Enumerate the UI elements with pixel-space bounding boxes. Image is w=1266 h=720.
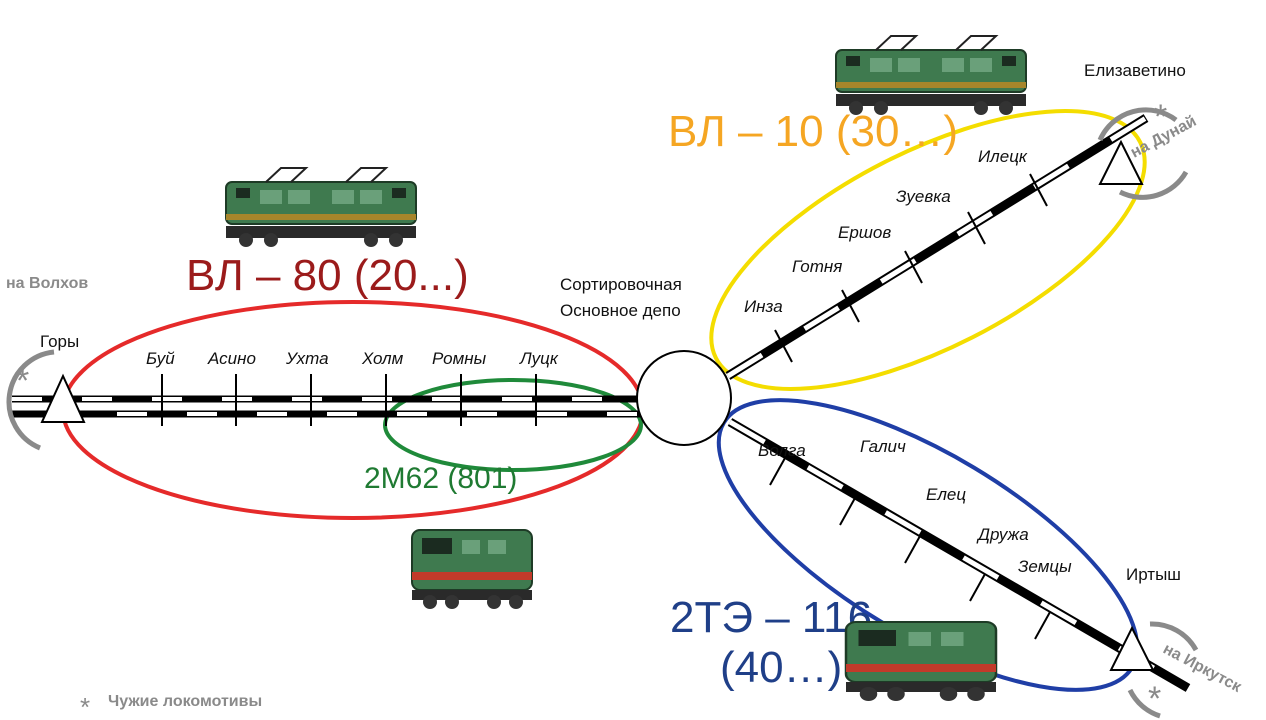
direction-volkhov-label: на Волхов (6, 275, 88, 292)
foreign-arc-irkutsk (1127, 621, 1199, 719)
foreign-asterisk-irkutsk: * (1148, 680, 1161, 718)
legend-asterisk: * (80, 692, 90, 720)
hub-label-line2: Основное депо (560, 301, 681, 320)
diesel-locomotive-icon (844, 620, 998, 703)
route-vl10-ellipse (709, 109, 1147, 391)
station-label: Асино (207, 349, 256, 368)
route-te116-label-line2: (40…) (720, 643, 842, 692)
route-m62-label: 2М62 (801) (364, 462, 517, 495)
track-southeast (727, 418, 1191, 692)
station-label: Готня (792, 257, 842, 276)
hub-depot-circle (636, 350, 732, 446)
station-label: Ершов (838, 223, 891, 242)
station-label: Елец (926, 485, 966, 504)
electric-locomotive-icon (835, 35, 1027, 116)
station-label: Луцк (519, 349, 559, 368)
route-vl80-ellipse (61, 300, 645, 520)
station-ticks-west (161, 374, 537, 426)
station-label: Ромны (432, 349, 487, 368)
foreign-asterisk-dunay: * (1154, 98, 1167, 136)
legend-text: Чужие локомотивы (108, 693, 262, 710)
track-west (12, 395, 640, 418)
hub-label-line1: Сортировочная (560, 275, 682, 294)
station-label: Буй (146, 349, 175, 368)
direction-irkutsk-label: на Иркутск (1160, 641, 1245, 697)
station-label: Холм (361, 349, 404, 368)
station-label: Волга (758, 441, 806, 460)
endpoint-elizavetino-label: Елизаветино (1084, 61, 1186, 80)
route-vl80-label: ВЛ – 80 (20...) (186, 251, 469, 300)
station-label: Илецк (978, 147, 1028, 166)
terminal-irtysh-triangle (1109, 625, 1155, 671)
station-label: Зуевка (896, 187, 951, 206)
electric-locomotive-icon (225, 167, 417, 248)
station-label: Ухта (285, 349, 329, 368)
station-label: Инза (744, 297, 783, 316)
terminal-elizavetino-triangle (1098, 139, 1144, 185)
foreign-asterisk-volkhov: * (16, 362, 29, 400)
station-ticks-northeast (774, 173, 1048, 363)
station-label: Земцы (1018, 557, 1072, 576)
terminal-gory-triangle (40, 373, 86, 423)
route-te116-label-line1: 2ТЭ – 116 (670, 593, 872, 642)
route-vl10-label: ВЛ – 10 (30…) (668, 107, 958, 156)
foreign-arc-dunay (1097, 107, 1189, 200)
route-m62-ellipse (383, 378, 643, 472)
station-label: Галич (860, 437, 906, 456)
foreign-arc-volkhov (6, 349, 55, 451)
station-label: Дружа (976, 525, 1029, 544)
track-northeast (725, 114, 1149, 380)
diesel-locomotive-icon (411, 529, 533, 610)
station-ticks-southeast (769, 457, 1051, 640)
endpoint-irtysh-label: Иртыш (1126, 565, 1181, 584)
endpoint-gory-label: Горы (40, 332, 79, 351)
